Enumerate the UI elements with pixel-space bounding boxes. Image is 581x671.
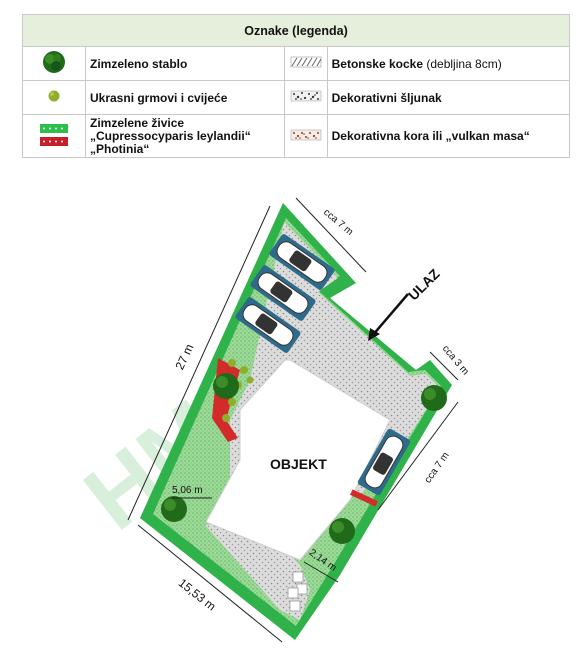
- legend-label-concrete-pavers: Betonske kocke (debljina 8cm): [326, 46, 571, 81]
- dimension-inner-left: 5,06 m: [172, 485, 203, 496]
- dimension-right: cca 7 m: [423, 450, 452, 485]
- legend-label-gravel: Dekorativni šljunak: [326, 80, 571, 115]
- legend-title: Oznake (legenda): [22, 14, 570, 47]
- building-label: OBJEKT: [270, 456, 327, 472]
- stepping-stones: [287, 571, 308, 612]
- dimension-left: 27 m: [172, 342, 196, 372]
- hedge-icon: [22, 114, 86, 158]
- legend-label-bark-mulch: Dekorativna kora ili „vulkan masa“: [326, 114, 571, 158]
- dimension-right-top: cca 3 m: [440, 343, 471, 377]
- parking-spot-3: [235, 297, 301, 353]
- tree-2: [421, 385, 447, 411]
- shrub-icon: [22, 80, 86, 115]
- entrance-arrow: [368, 293, 409, 341]
- parking-spot-2: [250, 265, 316, 321]
- site-plan: HM vrtovi OBJEKT: [67, 197, 471, 643]
- legend-table: Oznake (legenda) Zimzeleno stablo Betons…: [22, 14, 571, 158]
- dimension-bottom: 15,53 m: [176, 576, 219, 614]
- concrete-pavers-icon: [283, 46, 328, 81]
- tree-1: [213, 373, 239, 399]
- parking-spot-right: [357, 428, 411, 496]
- tree-4: [329, 518, 355, 544]
- dimension-lines: [127, 197, 459, 643]
- trees: [161, 373, 447, 544]
- entrance-label: ULAZ: [405, 265, 443, 303]
- parking-spot-1: [269, 234, 335, 290]
- gravel-icon: [283, 80, 328, 115]
- tree-3: [161, 496, 187, 522]
- parking-spots-top: [235, 234, 335, 353]
- legend-label-shrubs: Ukrasni grmovi i cvijeće: [85, 80, 285, 115]
- legend-label-evergreen-tree: Zimzeleno stablo: [85, 46, 285, 81]
- dimension-top: cca 7 m: [321, 207, 355, 238]
- bark-mulch-icon: [283, 114, 328, 158]
- paved-path: [205, 520, 310, 620]
- evergreen-tree-icon: [22, 46, 86, 81]
- legend-label-hedges: Zimzelene živice „Cupressocyparis leylan…: [85, 114, 285, 158]
- building-objekt: [205, 359, 391, 561]
